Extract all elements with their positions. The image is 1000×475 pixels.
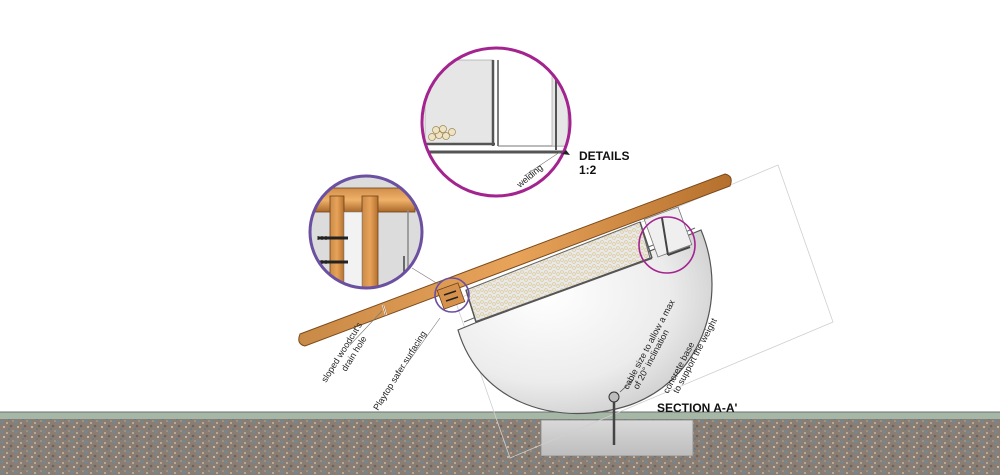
detail-joint (308, 174, 424, 290)
details-scale: 1:2 (579, 163, 597, 177)
surfacing-label: Playtop safer surfacing (371, 329, 428, 412)
pellet-tray (465, 221, 653, 323)
left-joint (436, 282, 466, 310)
wooden-board (298, 173, 732, 347)
surfacing-leader (403, 317, 441, 369)
ground (0, 411, 1000, 475)
detail-marker-right (638, 216, 696, 274)
cable-anchor-icon (608, 391, 620, 403)
detail-welding (420, 46, 572, 198)
details-title: DETAILS (579, 149, 629, 163)
leader-left (411, 267, 439, 285)
concrete-base (540, 419, 694, 457)
cable-anchor (608, 379, 634, 445)
section-title: SECTION A-A' (657, 401, 738, 415)
detail-marker-left (434, 277, 470, 313)
